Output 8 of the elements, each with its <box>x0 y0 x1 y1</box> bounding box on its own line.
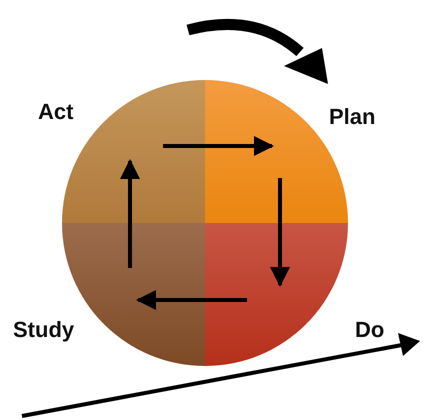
stage-label: Plan <box>329 106 376 128</box>
arrow <box>163 136 274 156</box>
stage-label: Do <box>355 319 384 341</box>
arrow <box>136 290 247 310</box>
stage-label: Act <box>38 101 74 123</box>
arrow <box>270 178 290 287</box>
arrow <box>120 159 140 268</box>
stage-label: Study <box>13 319 74 341</box>
